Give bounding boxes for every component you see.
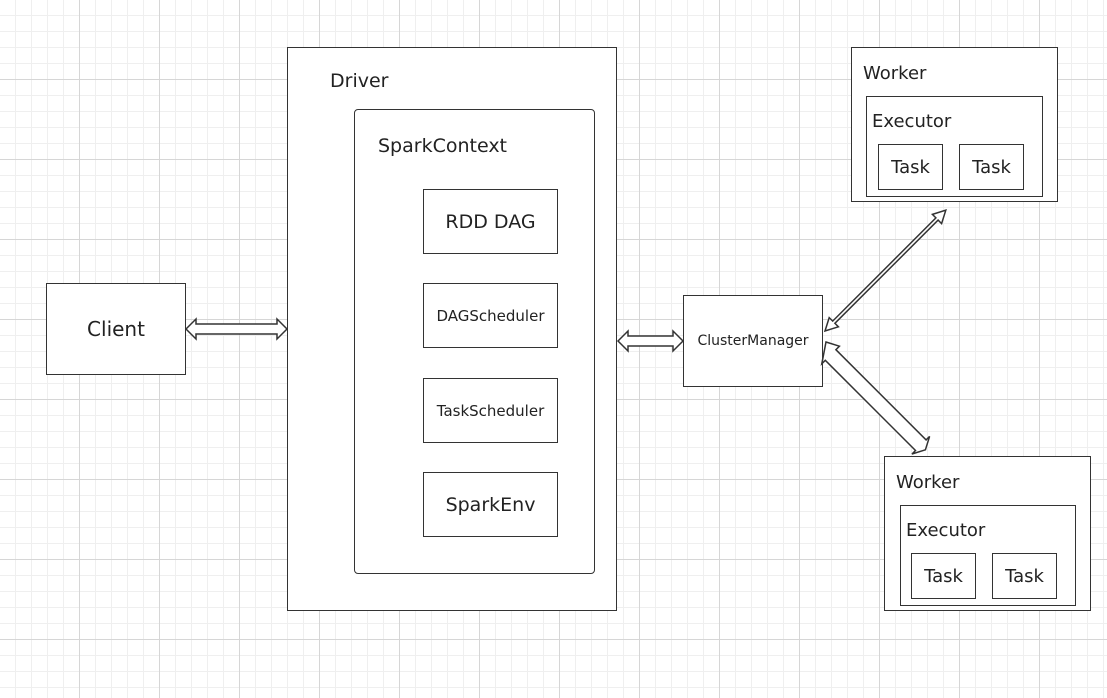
task-scheduler-node: TaskScheduler <box>423 378 558 443</box>
spark-context-node: SparkContext RDD DAG DAGScheduler TaskSc… <box>354 109 595 574</box>
task-label: Task <box>1005 565 1044 587</box>
cluster-manager-worker-bottom-arrow <box>820 341 931 455</box>
driver-cluster-manager-arrow <box>616 329 685 353</box>
executor-node: Executor Task Task <box>866 96 1043 197</box>
executor-label: Executor <box>906 520 986 541</box>
dag-scheduler-node: DAGScheduler <box>423 283 558 348</box>
rdd-dag-label: RDD DAG <box>445 210 536 233</box>
task-node: Task <box>992 553 1057 599</box>
executor-label: Executor <box>872 111 952 132</box>
task-scheduler-label: TaskScheduler <box>436 401 545 420</box>
cluster-manager-node: ClusterManager <box>683 295 823 387</box>
driver-label: Driver <box>330 70 389 92</box>
task-node: Task <box>959 144 1024 190</box>
worker-label: Worker <box>863 63 927 84</box>
client-label: Client <box>87 317 145 341</box>
spark-env-node: SparkEnv <box>423 472 558 537</box>
task-label: Task <box>972 156 1011 178</box>
rdd-dag-node: RDD DAG <box>423 189 558 254</box>
task-node: Task <box>878 144 943 190</box>
cluster-manager-label: ClusterManager <box>697 333 809 349</box>
task-node: Task <box>911 553 976 599</box>
task-label: Task <box>924 565 963 587</box>
cluster-manager-worker-top-arrow <box>823 209 947 333</box>
worker-node: Worker Executor Task Task <box>884 456 1091 611</box>
spark-context-label: SparkContext <box>378 135 508 157</box>
dag-scheduler-label: DAGScheduler <box>436 306 545 325</box>
client-driver-arrow <box>184 317 289 341</box>
worker-node: Worker Executor Task Task <box>851 47 1058 202</box>
spark-env-label: SparkEnv <box>445 493 536 516</box>
executor-node: Executor Task Task <box>900 505 1076 606</box>
driver-node: Driver SparkContext RDD DAG DAGScheduler… <box>287 47 617 611</box>
client-node: Client <box>46 283 186 375</box>
worker-label: Worker <box>896 472 960 493</box>
task-label: Task <box>891 156 930 178</box>
